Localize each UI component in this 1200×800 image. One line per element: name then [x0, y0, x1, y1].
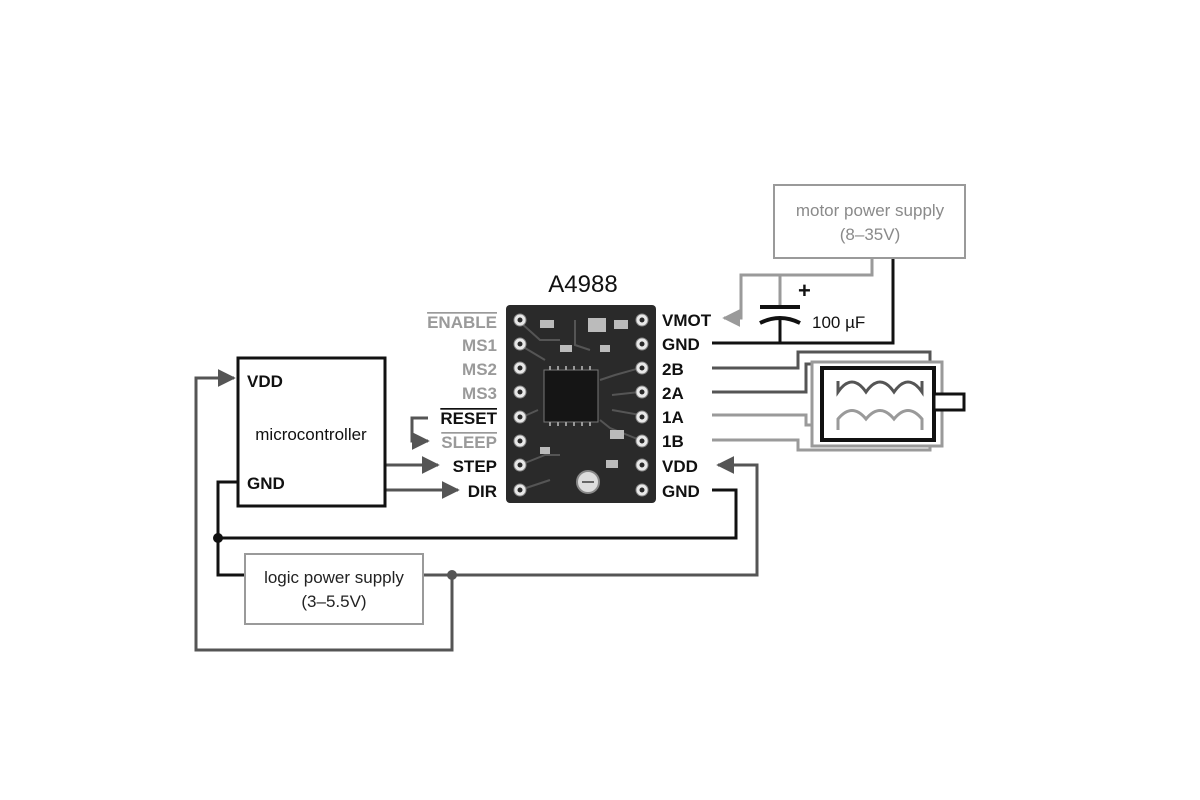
stepper-motor: [810, 360, 966, 448]
pin-label-vdd: VDD: [662, 457, 698, 476]
pin-label-ms2: MS2: [462, 360, 497, 379]
pin-label-2b: 2B: [662, 360, 684, 379]
pin-label-ms3: MS3: [462, 384, 497, 403]
pin-label-1a: 1A: [662, 408, 684, 427]
a4988-board: [506, 305, 656, 503]
mcu-pin-vdd: VDD: [247, 372, 283, 391]
wire-logic-vdd-to-driver: [423, 456, 759, 577]
motor-supply-voltage: (8–35V): [840, 225, 900, 244]
driver-right-pins: VMOT GND 2B 2A 1A 1B VDD GND: [662, 311, 712, 501]
capacitor-label: 100 µF: [812, 313, 865, 332]
pin-label-1b: 1B: [662, 432, 684, 451]
logic-power-supply: logic power supply (3–5.5V): [244, 553, 424, 625]
mcu-pin-gnd: GND: [247, 474, 285, 493]
pin-label-ms1: MS1: [462, 336, 497, 355]
junction-gnd: [213, 533, 223, 543]
pin-label-sleep: SLEEP: [441, 433, 497, 452]
logic-supply-label: logic power supply: [264, 568, 404, 587]
logic-supply-voltage: (3–5.5V): [301, 592, 366, 611]
wire-motor-supply-gnd: [712, 258, 895, 345]
pin-label-gnd-motor: GND: [662, 335, 700, 354]
wire-driver-gnd: [218, 488, 738, 540]
motor-power-supply: motor power supply (8–35V): [773, 184, 966, 259]
motor-supply-label: motor power supply: [796, 201, 945, 220]
pin-label-gnd-logic: GND: [662, 482, 700, 501]
microcontroller: VDD microcontroller GND: [236, 356, 387, 508]
pin-label-reset: RESET: [440, 409, 497, 428]
pin-label-step: STEP: [453, 457, 497, 476]
driver-title: A4988: [548, 271, 617, 298]
pin-label-dir: DIR: [468, 482, 497, 501]
capacitor: + 100 µF: [759, 278, 865, 332]
pin-label-2a: 2A: [662, 384, 684, 403]
wire-reset-sleep-loop: [410, 416, 430, 450]
motor-coil-b: [836, 380, 924, 397]
wire-motor-supply-to-vmot: [722, 258, 874, 327]
junction-vdd: [447, 570, 457, 580]
driver-left-pins: ENABLE MS1 MS2 MS3 RESET SLEEP STEP DIR: [427, 313, 498, 501]
wire-logic-vdd-to-mcu: [194, 369, 454, 652]
pin-label-enable: ENABLE: [427, 313, 497, 332]
mcu-label: microcontroller: [255, 425, 367, 444]
capacitor-polarity: +: [798, 278, 811, 303]
driver-chip: [543, 369, 599, 423]
pin-label-vmot: VMOT: [662, 311, 712, 330]
wire-mcu-gnd: [216, 480, 245, 577]
motor-coil-a: [836, 409, 924, 430]
